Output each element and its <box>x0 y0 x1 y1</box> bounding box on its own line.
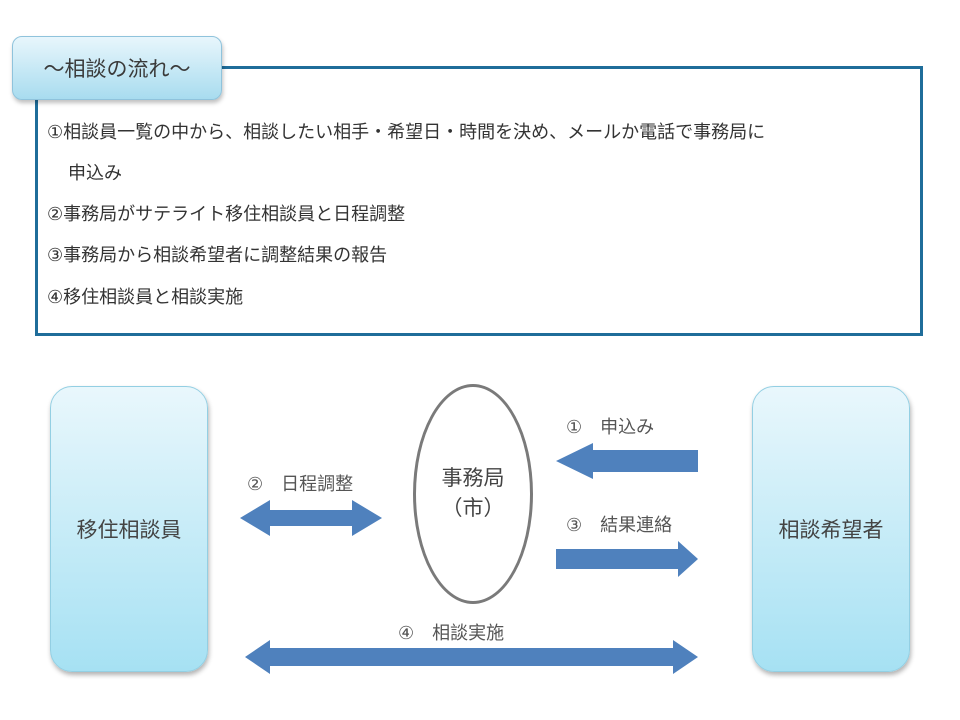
secretariat-city-label: （市） <box>441 496 505 520</box>
flow-step-3: ③事務局から相談希望者に調整結果の報告 <box>47 245 388 266</box>
flow-step-2: ②事務局がサテライト移住相談員と日程調整 <box>47 204 406 225</box>
result-arrow-label: ③ 結果連絡 <box>566 515 673 536</box>
flow-step-4: ④移住相談員と相談実施 <box>47 287 244 308</box>
consult-arrow-label: ④ 相談実施 <box>398 623 505 644</box>
relocation-consultant-box: 移住相談員 <box>50 386 208 672</box>
schedule-arrow-label: ② 日程調整 <box>247 474 354 495</box>
apply-arrow <box>556 443 698 479</box>
schedule-arrow <box>240 500 382 536</box>
flow-title: ～相談の流れ～ <box>12 36 222 100</box>
flow-step-1-continued: 申込み <box>68 163 122 184</box>
flow-step-1: ①相談員一覧の中から、相談したい相手・希望日・時間を決め、メールか電話で事務局に <box>47 122 766 143</box>
relocation-consultant-label: 移住相談員 <box>76 518 182 542</box>
secretariat-label: 事務局 <box>441 466 505 490</box>
consultation-applicant-label: 相談希望者 <box>778 518 884 542</box>
consultation-applicant-box: 相談希望者 <box>752 386 910 672</box>
flow-steps-box <box>35 66 923 336</box>
secretariat-ellipse <box>413 384 533 604</box>
apply-arrow-label: ① 申込み <box>566 417 655 438</box>
consult-arrow <box>245 640 698 674</box>
result-arrow <box>556 541 698 577</box>
